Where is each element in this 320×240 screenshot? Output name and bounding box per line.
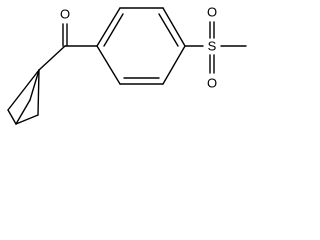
methylsulfonyl-group: S O O <box>184 5 247 91</box>
ring-inner-double-2 <box>158 13 179 47</box>
sulfonyl-oxygen-bottom-label: O <box>207 76 217 91</box>
ring-inner-double-1 <box>103 13 124 47</box>
bicyclopentane-group <box>7 69 40 125</box>
bicycle-bond-6 <box>15 114 39 125</box>
bicycle-bond-4 <box>15 99 31 125</box>
carbonyl-to-bicycle-bond <box>38 45 66 71</box>
carbonyl-group: O <box>38 7 98 71</box>
bicycle-bond-2 <box>7 69 40 111</box>
carbonyl-oxygen-label: O <box>60 7 70 22</box>
bicycle-bond-5 <box>7 109 17 125</box>
ring-bond-3 <box>162 7 186 47</box>
sulfur-label: S <box>208 39 217 54</box>
ring-bond-4 <box>162 45 186 85</box>
benzene-ring <box>96 7 186 85</box>
sulfonyl-oxygen-top-label: O <box>207 5 217 20</box>
chemical-structure: O S O O <box>7 5 247 125</box>
ring-bond-1 <box>96 7 121 47</box>
bicycle-bond-3 <box>37 69 40 116</box>
bicycle-bond-1 <box>29 69 40 101</box>
ring-bond-6 <box>96 45 121 85</box>
